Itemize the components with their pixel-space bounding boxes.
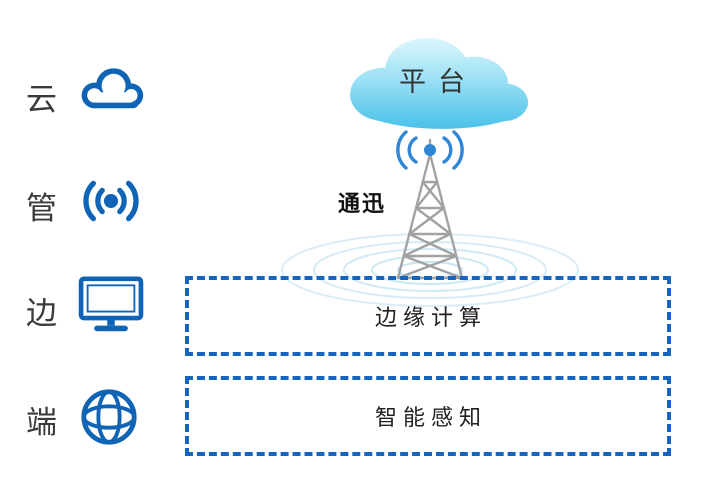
antenna-dot <box>424 144 436 156</box>
globe-icon <box>81 389 137 445</box>
cloud-icon <box>81 68 144 109</box>
antenna-signal-arcs <box>396 130 464 170</box>
platform-cloud-shape <box>350 37 528 129</box>
edge-computing-box: 边缘计算 <box>185 276 671 356</box>
tier-label-pipe: 管 <box>26 191 58 226</box>
broadcast-icon <box>83 180 139 222</box>
platform-label: 平台 <box>399 67 477 97</box>
edge-computing-label: 边缘计算 <box>374 305 487 330</box>
intelligent-sensing-box: 智能感知 <box>185 376 671 456</box>
signal-tower <box>396 130 464 280</box>
tower-lattice <box>396 138 464 280</box>
tier-label-end: 端 <box>26 405 58 440</box>
monitor-icon <box>78 276 144 332</box>
tier-label-cloud: 云 <box>26 82 58 117</box>
intelligent-sensing-label: 智能感知 <box>374 405 487 430</box>
communication-label: 通迅 <box>338 191 387 216</box>
tier-label-edge: 边 <box>26 296 58 331</box>
